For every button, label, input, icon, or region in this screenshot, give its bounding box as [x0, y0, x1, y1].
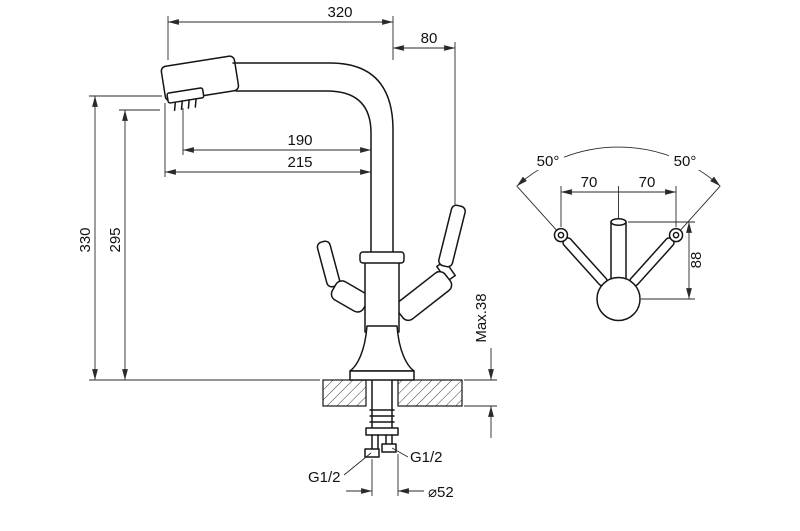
right-handle-lever	[438, 204, 466, 268]
base-plate	[349, 370, 415, 381]
dim-label-320: 320	[327, 4, 352, 21]
right-handle	[629, 227, 684, 287]
faucet-side-view: 320 80 190 215 330 295	[77, 4, 497, 501]
spout-head	[160, 55, 240, 112]
center-pipe-top	[610, 218, 627, 226]
counter-left	[322, 379, 367, 407]
mounting-nut	[365, 427, 399, 436]
dim-70-70: 70 70	[560, 174, 677, 227]
dim-295: 295	[107, 109, 160, 380]
faucet-body	[316, 204, 466, 381]
supply-connections	[364, 379, 399, 458]
hose-end-right	[381, 443, 397, 453]
body-collar	[359, 251, 405, 264]
left-handle-knob	[553, 227, 569, 243]
dim-max38: Max.38	[464, 293, 497, 438]
countertop-section	[322, 379, 463, 407]
angle-label-left: 50°	[537, 153, 560, 170]
spout	[160, 55, 394, 257]
dim-label-215: 215	[287, 154, 312, 171]
dim-label-330: 330	[77, 227, 94, 252]
dim-190: 190	[182, 108, 371, 155]
dim-88: 88	[628, 221, 705, 300]
dim-label-diameter52: ⌀52	[428, 484, 454, 501]
aerator	[166, 87, 205, 104]
dim-g12-left: G1/2	[308, 452, 372, 486]
ball-body	[596, 276, 641, 322]
angle-label-bg-left	[532, 151, 564, 170]
handles-front-view: 50° 50° 70 70	[516, 146, 721, 322]
dim-label-70-left: 70	[581, 174, 598, 191]
counter-right	[397, 379, 463, 407]
dim-label-295: 295	[107, 227, 124, 252]
dim-label-max38: Max.38	[473, 293, 490, 342]
dim-320: 320	[167, 4, 394, 60]
dim-label-g12-right: G1/2	[410, 449, 443, 466]
dim-80: 80	[393, 30, 456, 206]
angle-label-bg-right	[669, 151, 701, 170]
spout-tube-inner	[235, 90, 372, 257]
dim-label-190: 190	[287, 132, 312, 149]
dim-330: 330	[77, 95, 320, 381]
spout-tube-outer	[232, 62, 394, 257]
hose-end-left	[364, 448, 380, 458]
right-handle-knob	[668, 227, 684, 243]
right-valve-port	[395, 270, 453, 322]
dim-label-80: 80	[421, 30, 438, 47]
dim-215: 215	[164, 103, 371, 177]
dim-diameter52: ⌀52	[346, 454, 454, 501]
dim-label-70-right: 70	[639, 174, 656, 191]
dim-label-g12-left: G1/2	[308, 469, 341, 486]
dim-g12-right: G1/2	[391, 447, 443, 466]
body-column	[364, 261, 400, 333]
dim-label-88: 88	[688, 252, 705, 269]
angle-label-right: 50°	[674, 153, 697, 170]
